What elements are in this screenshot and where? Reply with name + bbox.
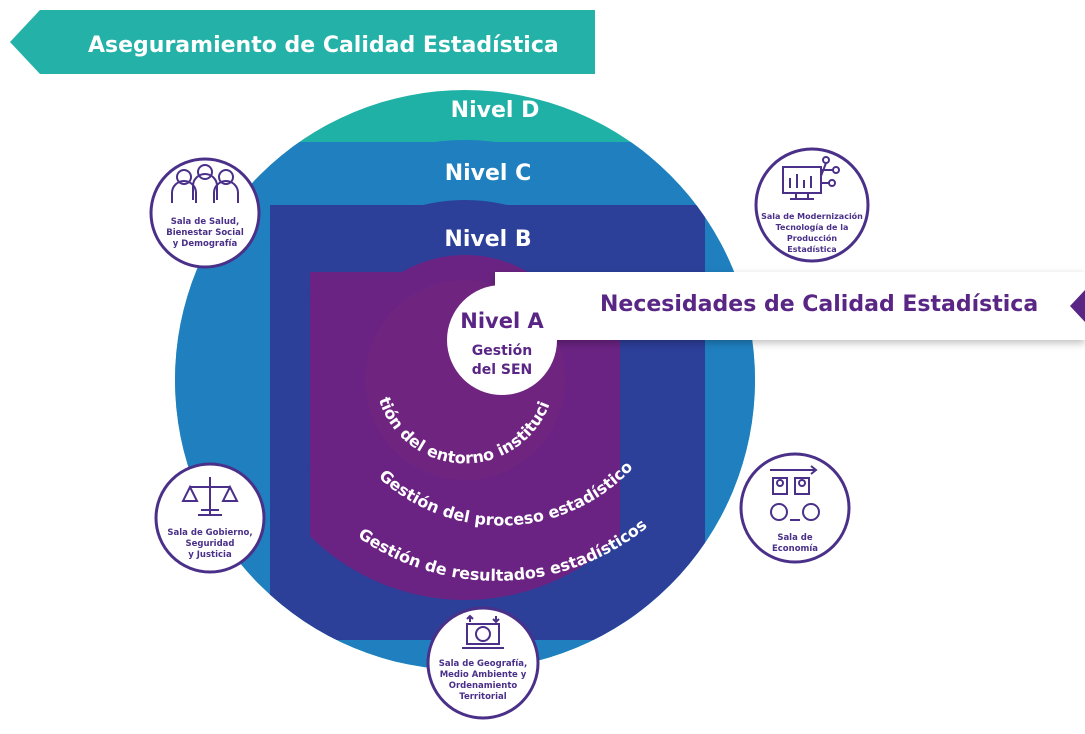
room-gobierno-line-1: Sala de Gobierno, <box>167 528 252 538</box>
scales-justice-icon <box>181 477 239 516</box>
room-modernizacion-line-4: Estadística <box>787 245 836 254</box>
people-group-icon <box>171 164 239 203</box>
banner-aseguramiento-text: Aseguramiento de Calidad Estadística <box>88 33 559 58</box>
banner-necesidades-arrow <box>1070 290 1085 322</box>
label-nivel-c: Nivel C <box>445 161 532 186</box>
room-geografia-line-2: Medio Ambiente y <box>440 670 527 680</box>
room-salud-line-1: Sala de Salud, <box>171 217 239 227</box>
room-modernizacion-line-3: Producción <box>787 233 837 243</box>
room-modernizacion: Sala de Modernización Tecnología de la P… <box>754 147 870 263</box>
center-circle <box>447 285 557 395</box>
center-line-2: del SEN <box>472 362 533 378</box>
room-geografia-line-3: Ordenamiento <box>449 681 518 691</box>
room-modernizacion-line-1: Sala de Modernización <box>761 211 863 221</box>
label-nivel-a: Nivel A <box>460 309 544 333</box>
room-geografia: Sala de Geografía, Medio Ambiente y Orde… <box>426 606 540 720</box>
room-economia-line-1: Sala de <box>777 533 813 543</box>
banner-necesidades-text: Necesidades de Calidad Estadística <box>600 292 1038 317</box>
room-economia: Sala de Economía <box>739 452 851 564</box>
center-line-1: Gestión <box>472 343 532 359</box>
room-salud-line-2: Bienestar Social <box>166 228 244 238</box>
label-nivel-b: Nivel B <box>444 227 531 252</box>
conveyor-coins-icon <box>770 465 820 521</box>
banner-aseguramiento: Aseguramiento de Calidad Estadística <box>10 10 595 74</box>
room-salud-line-3: y Demografía <box>173 239 238 249</box>
monitor-chart-network-icon <box>782 156 840 200</box>
room-geografia-line-4: Territorial <box>459 692 506 702</box>
banner-necesidades <box>495 272 1085 340</box>
laptop-globe-icon <box>462 614 504 649</box>
room-gobierno-line-3: y Justicia <box>188 550 232 560</box>
room-economia-line-2: Economía <box>772 544 818 554</box>
room-gobierno-line-2: Seguridad <box>185 539 234 549</box>
room-modernizacion-line-2: Tecnología de la <box>776 223 849 232</box>
room-gobierno: Sala de Gobierno, Seguridad y Justicia <box>154 462 266 574</box>
room-salud: Sala de Salud, Bienestar Social y Demogr… <box>149 157 261 269</box>
label-nivel-d: Nivel D <box>451 98 540 123</box>
room-geografia-line-1: Sala de Geografía, <box>439 659 527 669</box>
